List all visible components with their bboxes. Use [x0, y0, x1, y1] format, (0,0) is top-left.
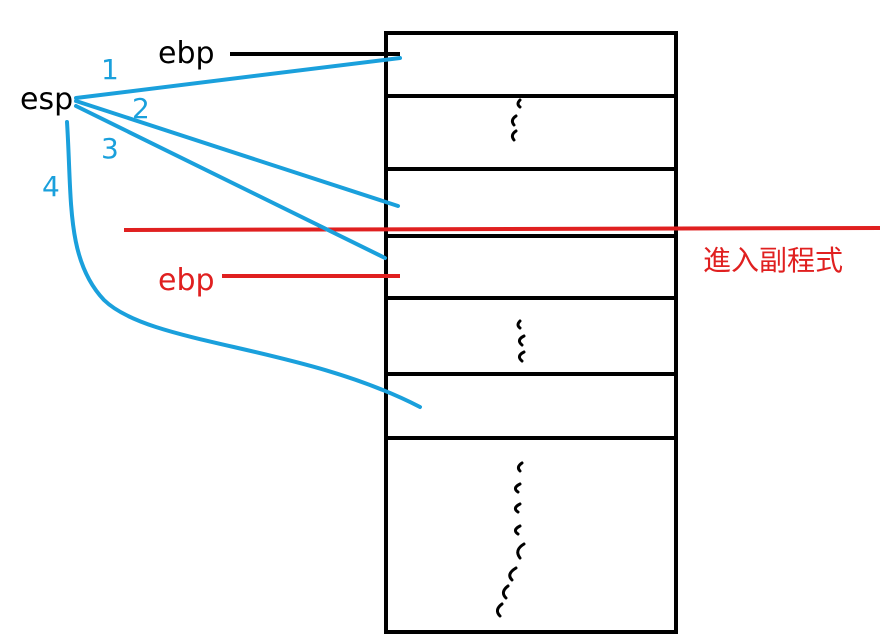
subroutine-separator [123, 226, 880, 232]
ellipsis-mark [510, 114, 518, 127]
ellipsis-mark [517, 334, 526, 347]
ellipsis-mark [516, 98, 522, 109]
ebp-top-label: ebp [158, 36, 215, 71]
ellipsis-mark [513, 482, 522, 494]
esp-movements [65, 56, 422, 409]
esp-move-4 [65, 120, 422, 409]
ellipsis-mark [495, 602, 504, 618]
step-4-label: 4 [42, 170, 60, 203]
enter-subroutine-label: 進入副程式 [703, 244, 843, 277]
ellipsis-mark [516, 542, 526, 560]
ebp-mid-label: ebp [158, 263, 215, 298]
ellipsis-mark [517, 350, 526, 363]
ellipsis-mark [513, 524, 522, 536]
stack-box [384, 31, 678, 634]
ellipsis-mark [516, 461, 524, 473]
ellipsis-mark [513, 502, 522, 514]
ellipsis-mark [508, 566, 518, 582]
esp-move-3 [74, 104, 387, 260]
step-3-label: 3 [101, 132, 119, 165]
ellipsis-mark [501, 584, 510, 600]
stack-outline [384, 31, 678, 634]
step-1-label: 1 [101, 53, 119, 86]
esp-move-1 [74, 56, 402, 100]
esp-label: esp [20, 82, 73, 117]
esp-move-2 [74, 99, 400, 208]
ellipsis-marks [495, 98, 526, 618]
step-2-label: 2 [132, 92, 150, 125]
ellipsis-mark [516, 319, 522, 330]
ellipsis-mark [510, 129, 518, 142]
